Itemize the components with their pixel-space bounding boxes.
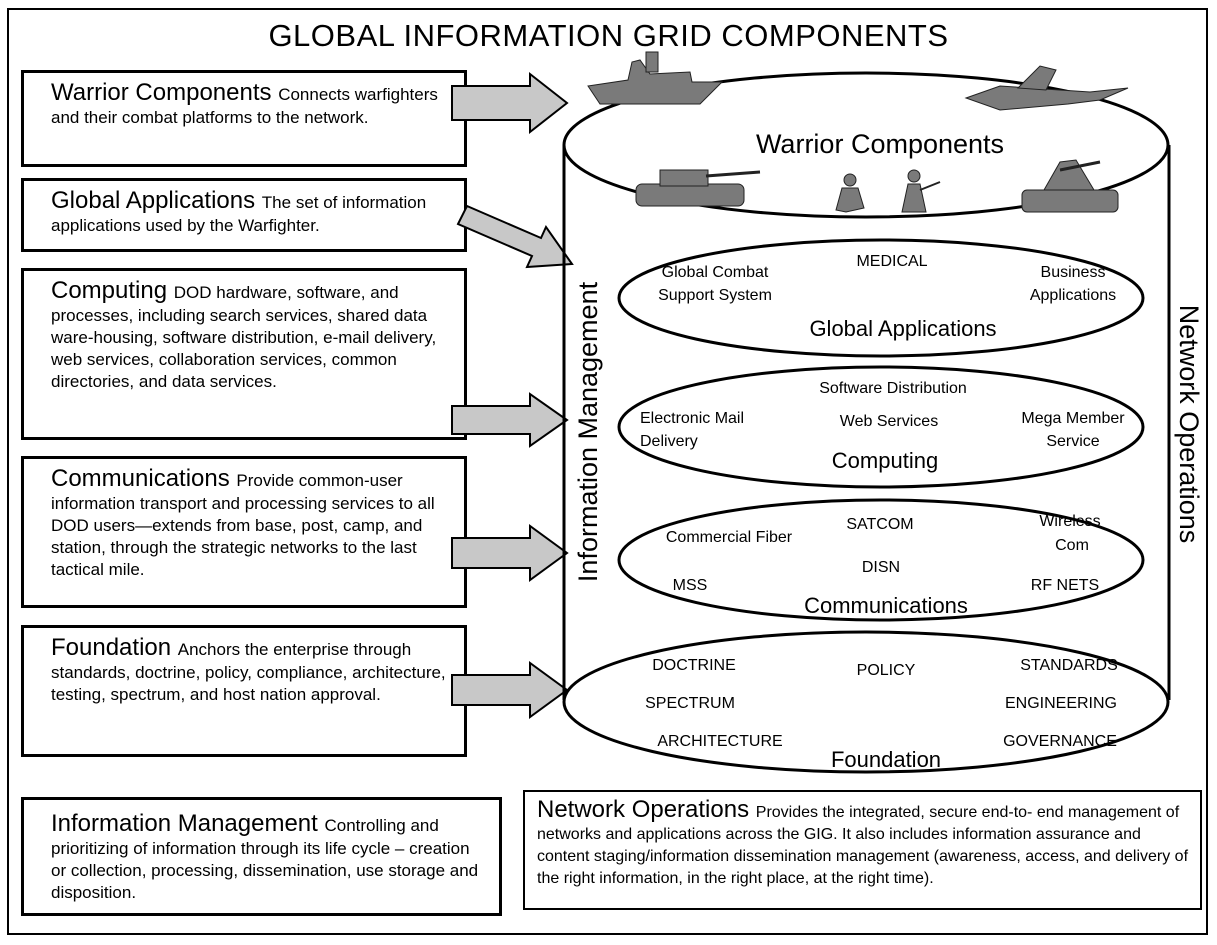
communications-ellipse xyxy=(617,498,1145,622)
business-line1: Business xyxy=(1041,264,1106,281)
information-management-box: Information Management Controlling and p… xyxy=(21,797,502,916)
warrior-title: Warrior Components xyxy=(756,129,1004,159)
computing-title: Computing xyxy=(832,448,938,473)
aircraft-carrier-icon xyxy=(587,51,724,105)
network-operations-side-label: Network Operations xyxy=(1174,305,1204,544)
network-operations-text: Provides the integrated, secure end-to- … xyxy=(537,804,1189,887)
arrows xyxy=(451,71,574,719)
governance-label: GOVERNANCE xyxy=(1003,733,1117,750)
foundation-heading: Foundation xyxy=(51,634,178,661)
warrior-components-heading: Warrior Components xyxy=(51,79,279,106)
rf-nets-label: RF NETS xyxy=(1031,577,1099,594)
page-title: GLOBAL INFORMATION GRID COMPONENTS xyxy=(268,18,949,53)
computing-items: Software Distribution Electronic Mail De… xyxy=(640,380,1125,450)
fighter-jet-icon xyxy=(964,65,1129,111)
email-line2: Delivery xyxy=(640,433,698,450)
commercial-fiber-label: Commercial Fiber xyxy=(666,529,793,546)
cylinder-outline xyxy=(562,71,1171,774)
tank-icon xyxy=(635,169,761,207)
arrow-global-applications xyxy=(456,204,574,269)
foundation-text: Anchors the enterprise through standards… xyxy=(51,640,446,704)
mega-member-line1: Mega Member xyxy=(1021,410,1125,427)
wireless-line1: Wireless xyxy=(1039,513,1100,530)
global-applications-text: The set of information applications used… xyxy=(51,193,427,235)
computing-text: DOD hardware, software, and processes, i… xyxy=(51,283,437,391)
network-operations-box: Network Operations Provides the integrat… xyxy=(523,790,1202,910)
web-services-label: Web Services xyxy=(840,413,938,430)
gcss-line1: Global Combat xyxy=(662,264,769,281)
email-line1: Electronic Mail xyxy=(640,410,744,427)
mega-member-line2: Service xyxy=(1046,433,1099,450)
soldiers-icon xyxy=(835,169,941,213)
diagram-frame xyxy=(7,8,1208,935)
network-operations-heading: Network Operations xyxy=(537,796,756,823)
global-applications-items: Global Combat Support System MEDICAL Bus… xyxy=(658,253,1116,304)
wireless-line2: Com xyxy=(1055,537,1089,554)
engineering-label: ENGINEERING xyxy=(1005,695,1117,712)
foundation-box: Foundation Anchors the enterprise throug… xyxy=(21,625,467,757)
arrow-computing xyxy=(451,392,569,448)
foundation-title: Foundation xyxy=(831,747,941,772)
computing-box: Computing DOD hardware, software, and pr… xyxy=(21,268,467,440)
communications-box: Communications Provide common-user infor… xyxy=(21,456,467,608)
air-defense-vehicle-icon xyxy=(1021,159,1119,213)
global-applications-box: Global Applications The set of informati… xyxy=(21,178,467,252)
information-management-text: Controlling and prioritizing of informat… xyxy=(51,816,479,902)
foundation-items: DOCTRINE POLICY STANDARDS SPECTRUM ENGIN… xyxy=(645,657,1118,750)
foundation-ellipse xyxy=(562,630,1170,774)
disn-label: DISN xyxy=(862,559,900,576)
mss-label: MSS xyxy=(673,577,708,594)
computing-heading: Computing xyxy=(51,277,174,304)
information-management-side-label: Information Management xyxy=(573,281,603,582)
medical-label: MEDICAL xyxy=(856,253,927,270)
warrior-components-text: Connects warfighters and their combat pl… xyxy=(51,85,438,127)
arrow-foundation xyxy=(451,661,569,719)
spectrum-label: SPECTRUM xyxy=(645,695,735,712)
policy-label: POLICY xyxy=(857,662,916,679)
information-management-heading: Information Management xyxy=(51,810,325,837)
communications-heading: Communications xyxy=(51,465,237,492)
standards-label: STANDARDS xyxy=(1020,657,1118,674)
communications-text: Provide common-user information transpor… xyxy=(51,471,435,579)
communications-items: Commercial Fiber SATCOM Wireless Com DIS… xyxy=(666,513,1101,594)
business-line2: Applications xyxy=(1030,287,1116,304)
satcom-label: SATCOM xyxy=(846,516,913,533)
doctrine-label: DOCTRINE xyxy=(652,657,736,674)
gcss-line2: Support System xyxy=(658,287,772,304)
software-distribution-label: Software Distribution xyxy=(819,380,967,397)
warrior-icons xyxy=(587,51,1129,213)
warrior-ellipse xyxy=(562,71,1170,219)
arrow-warrior xyxy=(451,71,569,135)
architecture-label: ARCHITECTURE xyxy=(657,733,782,750)
warrior-components-box: Warrior Components Connects warfighters … xyxy=(21,70,467,167)
communications-title: Communications xyxy=(804,593,968,618)
computing-ellipse xyxy=(617,365,1145,489)
global-applications-ellipse xyxy=(617,238,1145,358)
arrow-communications xyxy=(451,524,569,582)
global-applications-heading: Global Applications xyxy=(51,187,262,214)
global-applications-title: Global Applications xyxy=(809,316,996,341)
